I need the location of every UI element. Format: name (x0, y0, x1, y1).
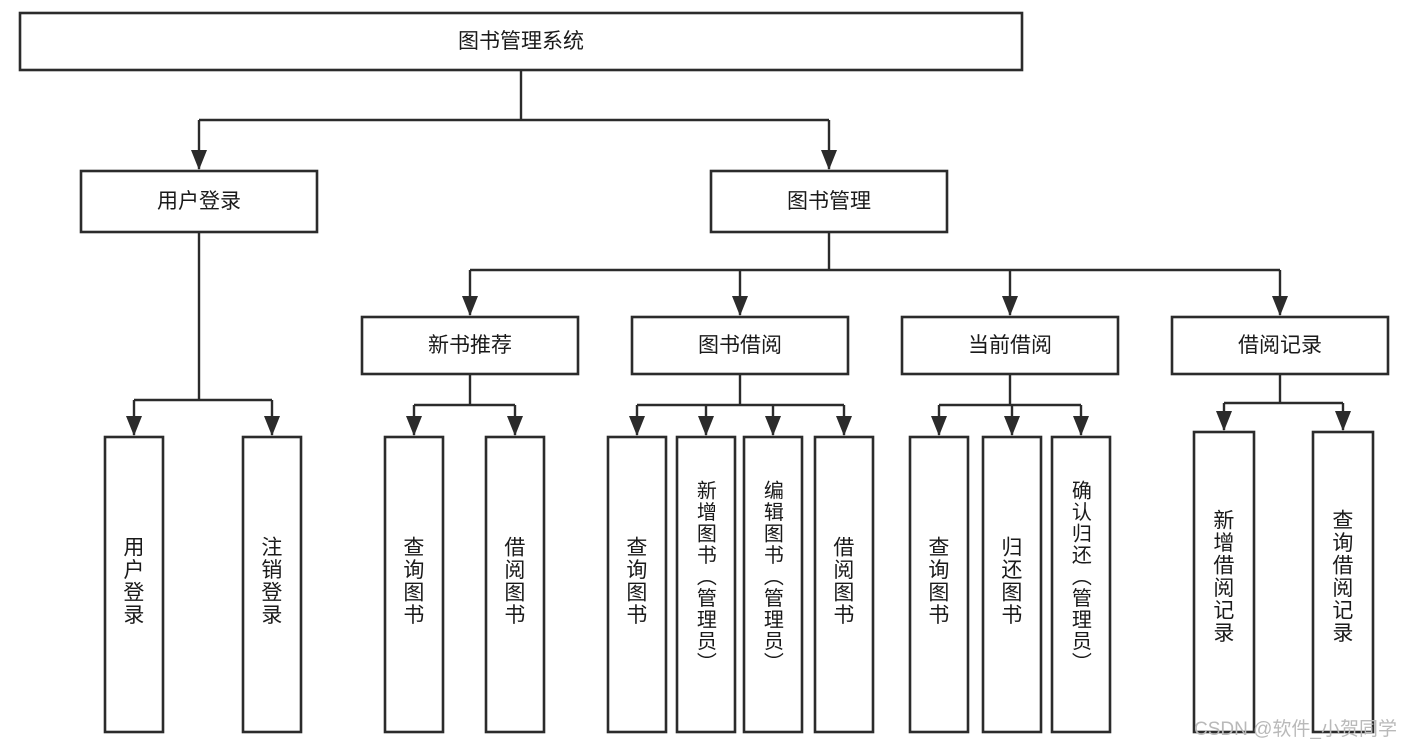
node-leaf-return-book[interactable] (981, 435, 1043, 734)
node-box-new-book-recommend[interactable] (360, 315, 580, 376)
node-new-book-recommend[interactable]: 新书推荐 (360, 315, 580, 376)
node-box-root[interactable] (18, 11, 1024, 72)
node-leaf-add-record[interactable] (1192, 430, 1256, 734)
node-leaf-query-book-borrow[interactable] (606, 435, 668, 734)
connector-layer (126, 70, 1351, 436)
node-label-new-book-recommend: 新书推荐 (428, 334, 512, 357)
node-leaf-confirm-return[interactable] (1050, 435, 1112, 734)
node-box-leaf-query-book-borrow[interactable] (606, 435, 668, 734)
node-label-root: 图书管理系统 (458, 30, 584, 53)
node-user-login[interactable]: 用户登录 (79, 169, 319, 234)
node-box-leaf-return-book[interactable] (981, 435, 1043, 734)
node-book-manage[interactable]: 图书管理 (709, 169, 949, 234)
node-book-borrow[interactable]: 图书借阅 (630, 315, 850, 376)
node-box-leaf-add-book[interactable] (675, 435, 737, 734)
node-borrow-record[interactable]: 借阅记录 (1170, 315, 1390, 376)
node-box-leaf-query-book-rec[interactable] (383, 435, 445, 734)
node-leaf-query-book-rec[interactable] (383, 435, 445, 734)
node-root[interactable]: 图书管理系统 (18, 11, 1024, 72)
node-box-leaf-query-record[interactable] (1311, 430, 1375, 734)
watermark-text: CSDN @软件_小贺同学 (1194, 719, 1397, 740)
node-label-borrow-record: 借阅记录 (1238, 334, 1322, 357)
node-leaf-user-login[interactable] (103, 435, 165, 734)
node-current-borrow[interactable]: 当前借阅 (900, 315, 1120, 376)
node-box-leaf-logout[interactable] (241, 435, 303, 734)
node-box-leaf-borrow-book[interactable] (813, 435, 875, 734)
node-box-leaf-confirm-return[interactable] (1050, 435, 1112, 734)
node-leaf-query-book-cur[interactable] (908, 435, 970, 734)
node-leaf-edit-book[interactable] (742, 435, 804, 734)
node-label-current-borrow: 当前借阅 (968, 334, 1052, 357)
node-box-leaf-edit-book[interactable] (742, 435, 804, 734)
node-leaf-logout[interactable] (241, 435, 303, 734)
node-label-book-manage: 图书管理 (787, 190, 871, 213)
node-label-user-login: 用户登录 (157, 190, 241, 213)
node-leaf-query-record[interactable] (1311, 430, 1375, 734)
node-box-borrow-record[interactable] (1170, 315, 1390, 376)
node-box-leaf-add-record[interactable] (1192, 430, 1256, 734)
node-box-current-borrow[interactable] (900, 315, 1120, 376)
node-box-book-borrow[interactable] (630, 315, 850, 376)
node-label-book-borrow: 图书借阅 (698, 334, 782, 357)
node-leaf-borrow-book[interactable] (813, 435, 875, 734)
node-box-leaf-user-login[interactable] (103, 435, 165, 734)
node-box-user-login[interactable] (79, 169, 319, 234)
node-box-leaf-borrow-book-rec[interactable] (484, 435, 546, 734)
node-leaf-borrow-book-rec[interactable] (484, 435, 546, 734)
node-leaf-add-book[interactable] (675, 435, 737, 734)
node-box-leaf-query-book-cur[interactable] (908, 435, 970, 734)
node-box-book-manage[interactable] (709, 169, 949, 234)
